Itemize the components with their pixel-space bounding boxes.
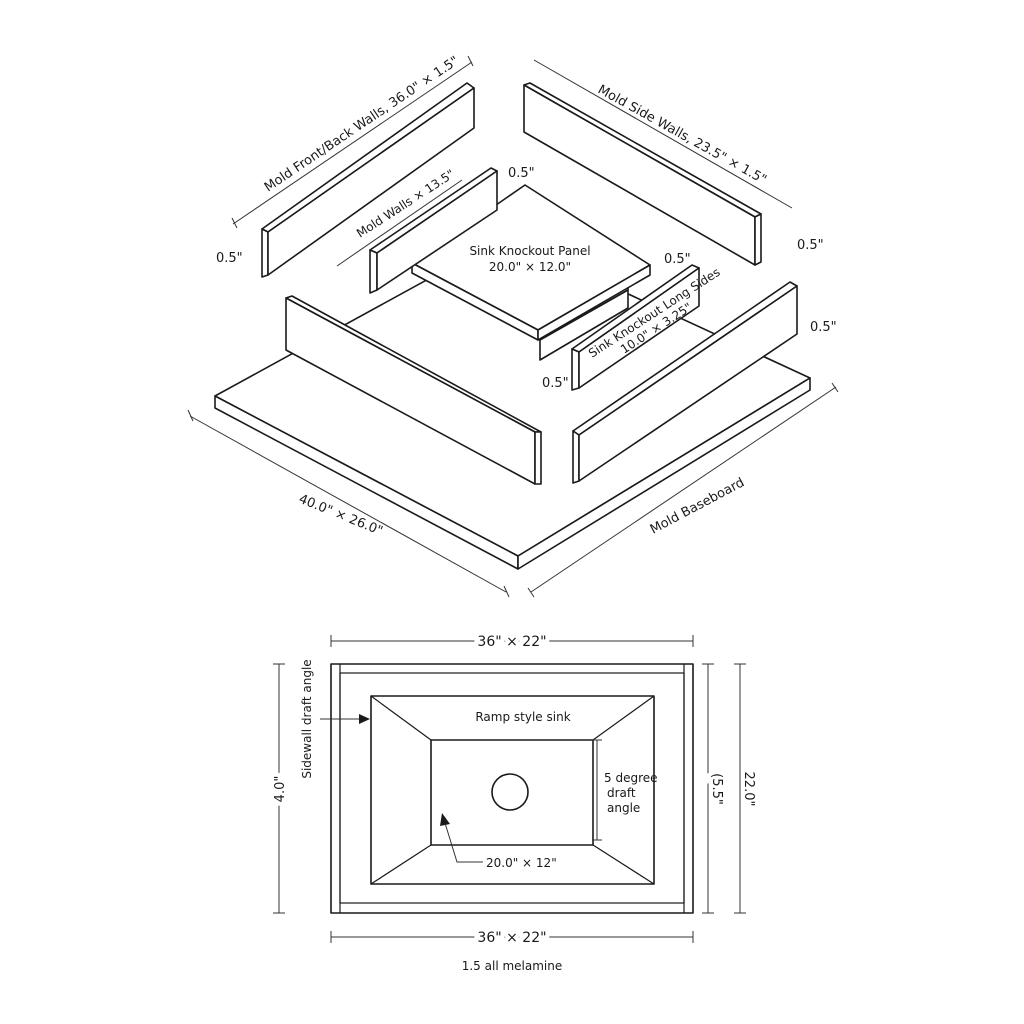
plan-arrows (320, 714, 483, 863)
side-wall-near-face (578, 285, 798, 482)
plan-dimension-lines (273, 635, 746, 943)
dim-mold-walls (336, 179, 463, 267)
dim-side-walls (533, 59, 793, 209)
inner-wall-face (376, 170, 498, 291)
thickness-left: 0.5" (216, 251, 243, 266)
label-draft-2: draft (607, 786, 636, 800)
label-plan-right-inner: (5.5" (709, 773, 724, 805)
front-wall (285, 295, 542, 485)
drain-hole (491, 773, 529, 811)
thickness-center-low: 0.5" (542, 376, 569, 391)
thickness-mid-right: 0.5" (664, 252, 691, 267)
long-side-face (578, 267, 700, 389)
side-wall-far (523, 82, 762, 266)
knockout-base-side (539, 289, 629, 361)
long-side-end (571, 348, 580, 391)
label-basin-dim: 20.0" × 12" (486, 856, 557, 870)
label-plan-bottom-dim: 36" × 22" (477, 930, 546, 946)
label-plan-left-height: 4.0" (273, 776, 288, 803)
basin-arrow-line (444, 822, 483, 863)
front-wall-end (534, 431, 542, 485)
knockout-top-side (537, 264, 651, 341)
basin-arrow-head (440, 813, 450, 826)
label-plan-top-dim: 36" × 22" (477, 634, 546, 650)
sink-knockout-panel (411, 184, 651, 361)
plan-view (330, 663, 694, 914)
label-baseboard-dims: 40.0" × 26.0" (297, 492, 385, 539)
thickness-top: 0.5" (508, 166, 535, 181)
back-wall-face (267, 87, 475, 276)
knockout-long-side (571, 264, 700, 391)
label-draft-1: 5 degree (604, 771, 658, 785)
thickness-right-upper: 0.5" (797, 238, 824, 253)
thickness-right-lower: 0.5" (810, 320, 837, 335)
back-wall (261, 82, 475, 278)
label-ramp-sink: Ramp style sink (475, 710, 570, 724)
dim-baseboard-front (189, 415, 507, 593)
label-draft-3: angle (607, 801, 640, 815)
sidewall-arrow-head (359, 714, 370, 724)
label-sidewall-draft: Sidewall draft angle (300, 659, 314, 778)
baseboard-right-edge (517, 377, 811, 570)
side-wall-far-end (754, 213, 762, 266)
side-wall-near (572, 281, 798, 484)
iso-dimension-lines (187, 55, 839, 598)
label-mold-baseboard: Mold Baseboard (648, 475, 747, 537)
label-footer-material: 1.5 all melamine (462, 959, 563, 973)
label-plan-right-outer: 22.0" (741, 772, 756, 807)
dim-baseboard-right (530, 386, 837, 593)
back-wall-end (261, 228, 269, 278)
inner-wall-end (369, 249, 378, 294)
label-knockout-dims: 20.0" × 12.0" (489, 260, 571, 274)
label-knockout-panel: Sink Knockout Panel (469, 244, 590, 258)
dim-front-back (232, 61, 473, 225)
mold-inner-wall (369, 167, 498, 294)
side-wall-near-end (572, 430, 580, 484)
